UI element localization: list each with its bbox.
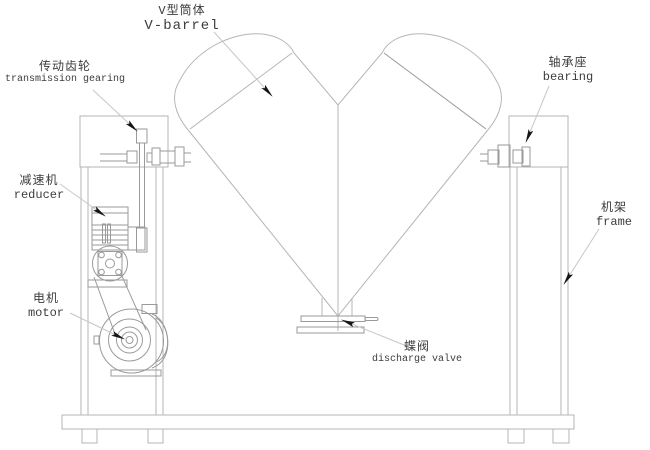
- shaft-stub: [126, 150, 138, 164]
- pulley-shaft-centre: [105, 258, 115, 269]
- motor-shape: [93, 304, 169, 377]
- label-reducer: 减速机 reducer: [0, 174, 78, 202]
- label-discharge-valve-en: discharge valve: [371, 354, 462, 366]
- motor-terminal-box: [141, 304, 158, 314]
- trunnion-flange: [174, 146, 185, 167]
- transmission-gear-assembly: [100, 128, 191, 253]
- discharge-valve-shape: [296, 315, 379, 334]
- bearing-leader: [525, 85, 550, 143]
- trunnion-spacer: [146, 152, 153, 163]
- label-bearing-en: bearing: [542, 70, 594, 85]
- bearing-block: [512, 149, 524, 164]
- trunnion-flange: [487, 149, 500, 165]
- label-v-barrel: V型筒体 V-barrel: [117, 4, 247, 35]
- pulley-flange-plate: [97, 251, 123, 276]
- right-arm-cover-joint: [383, 52, 487, 130]
- gear-wheel-edge: [139, 142, 145, 229]
- label-frame: 机架 frame: [579, 201, 649, 229]
- label-transmission-gearing: 传动齿轮 transmission gearing: [0, 60, 130, 86]
- motor-lug: [93, 335, 100, 345]
- pulley-shape: [87, 245, 128, 288]
- left-column: [80, 166, 164, 416]
- foot: [552, 428, 570, 444]
- label-transmission-gearing-en: transmission gearing: [4, 74, 126, 86]
- label-bearing: 轴承座 bearing: [523, 56, 613, 84]
- frame-leader: [563, 228, 600, 285]
- flange-bolt: [115, 251, 122, 259]
- v-barrel-shape: [174, 33, 502, 331]
- motor-shaft-centre: [125, 336, 134, 344]
- label-discharge-valve-zh: 蝶阀: [403, 340, 430, 354]
- trunnion-flange: [151, 147, 161, 166]
- leader-lines: [59, 31, 600, 348]
- left-pedestal-housing: [79, 115, 169, 168]
- v-belt-line: [120, 273, 147, 331]
- right-pedestal-housing: [508, 115, 569, 168]
- drive-pulley: [92, 245, 128, 282]
- label-frame-en: frame: [595, 215, 632, 230]
- flange-bolt: [98, 268, 105, 276]
- valve-handle: [364, 317, 379, 321]
- gear-top-hub: [136, 128, 148, 144]
- bearing-cap: [521, 146, 531, 167]
- v-belt-line: [93, 276, 116, 335]
- discharge-valve-leader: [341, 319, 410, 348]
- bearing-assembly-right: [480, 144, 531, 168]
- gear-bottom-hub: [136, 227, 148, 253]
- motor-leader: [69, 312, 125, 340]
- flange-bolt: [98, 251, 105, 259]
- foot: [147, 428, 164, 444]
- label-discharge-valve: 蝶阀 discharge valve: [357, 340, 477, 366]
- motor-pulley-ring: [116, 326, 143, 354]
- motor-pulley-ring: [121, 331, 138, 349]
- label-motor: 电机 motor: [11, 292, 81, 320]
- valve-lower-flange: [296, 326, 365, 334]
- motor-foot-plate: [110, 369, 162, 377]
- reducer-bolt-slot: [107, 223, 111, 244]
- label-transmission-gearing-zh: 传动齿轮: [38, 60, 91, 74]
- transmission-gearing-leader: [92, 89, 138, 132]
- frame-structure: [61, 115, 575, 444]
- reducer-output-housing: [127, 226, 146, 251]
- label-frame-zh: 机架: [600, 201, 627, 215]
- foot: [507, 428, 525, 444]
- mounting-bracket: [87, 279, 128, 288]
- label-v-barrel-en: V-barrel: [144, 18, 220, 35]
- valve-upper-flange: [300, 315, 366, 322]
- label-motor-en: motor: [27, 306, 64, 321]
- left-arm-cover-joint: [189, 52, 293, 130]
- trunnion-flange: [497, 144, 511, 168]
- label-v-barrel-zh: V型筒体: [158, 4, 206, 18]
- reducer-bolt-slot: [102, 223, 106, 244]
- v-barrel-leader: [213, 31, 273, 97]
- motor-body-rib: [155, 317, 169, 363]
- label-reducer-en: reducer: [13, 188, 65, 203]
- label-motor-zh: 电机: [32, 292, 59, 306]
- flange-bolt: [115, 268, 122, 276]
- label-bearing-zh: 轴承座: [548, 56, 588, 70]
- foot: [81, 428, 98, 444]
- belt-shape: [93, 273, 147, 335]
- motor-pulley: [108, 318, 151, 362]
- base-beam: [61, 414, 575, 430]
- reducer-leader: [59, 183, 106, 217]
- right-column: [509, 166, 569, 416]
- label-reducer-zh: 减速机: [19, 174, 59, 188]
